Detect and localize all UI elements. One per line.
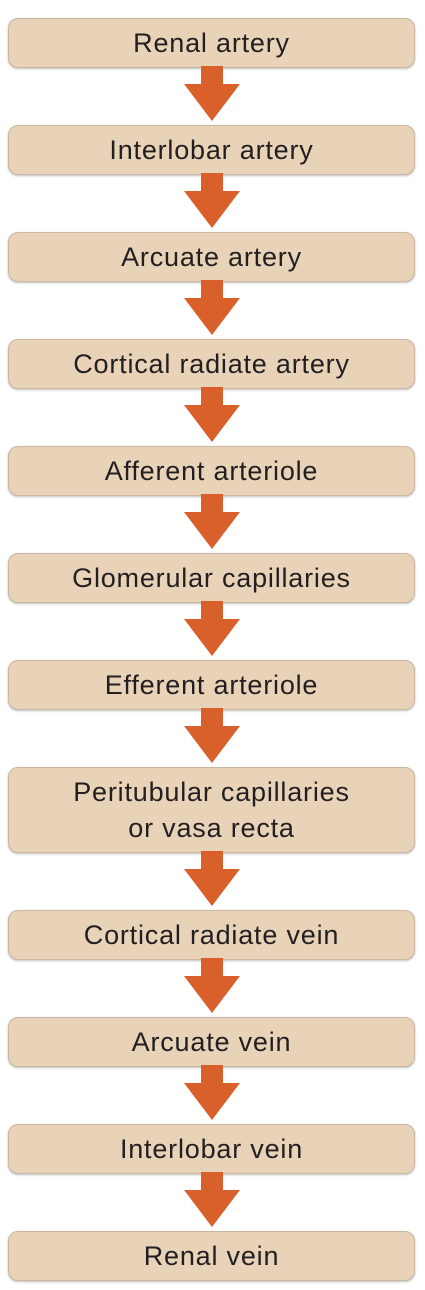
flow-step-box: Cortical radiate vein	[8, 910, 415, 960]
flow-step-box: Interlobar vein	[8, 1124, 415, 1174]
down-arrow-icon	[184, 601, 240, 656]
down-arrow-shape	[184, 958, 240, 1013]
down-arrow-icon	[184, 66, 240, 121]
flow-step-label: Afferent arteriole	[104, 456, 319, 486]
down-arrow-shape	[184, 601, 240, 656]
flow-step-box: Glomerular capillaries	[8, 553, 415, 603]
down-arrow-shape	[184, 1172, 240, 1227]
flow-step-label: Interlobar vein	[119, 1134, 304, 1164]
flow-step-label: or vasa recta	[128, 813, 295, 843]
flow-step-label: Renal vein	[143, 1241, 280, 1271]
down-arrow-shape	[184, 1065, 240, 1120]
flow-step-label: Peritubular capillaries	[73, 777, 350, 807]
down-arrow-shape	[184, 387, 240, 442]
down-arrow-icon	[184, 958, 240, 1013]
flow-step-box: Renal vein	[8, 1231, 415, 1281]
flow-step-label: Glomerular capillaries	[72, 563, 351, 593]
flow-step-label: Arcuate artery	[121, 242, 302, 272]
down-arrow-icon	[184, 1172, 240, 1227]
flow-step-box: Efferent arteriole	[8, 660, 415, 710]
down-arrow-shape	[184, 66, 240, 121]
down-arrow-shape	[184, 173, 240, 228]
down-arrow-icon	[184, 1065, 240, 1120]
down-arrow-shape	[184, 280, 240, 335]
down-arrow-icon	[184, 173, 240, 228]
flow-step-box: Cortical radiate artery	[8, 339, 415, 389]
down-arrow-icon	[184, 851, 240, 906]
down-arrow-shape	[184, 708, 240, 763]
flow-step-box: Peritubular capillaries or vasa recta	[8, 767, 415, 853]
flow-step-label: Arcuate vein	[131, 1027, 292, 1057]
flow-step-box: Arcuate artery	[8, 232, 415, 282]
flow-step-box: Arcuate vein	[8, 1017, 415, 1067]
flow-step-label: Cortical radiate vein	[83, 920, 340, 950]
down-arrow-icon	[184, 708, 240, 763]
flow-step-box: Renal artery	[8, 18, 415, 68]
flow-step-label: Cortical radiate artery	[73, 349, 350, 379]
down-arrow-icon	[184, 280, 240, 335]
flow-step-label: Interlobar artery	[109, 135, 314, 165]
down-arrow-icon	[184, 494, 240, 549]
down-arrow-icon	[184, 387, 240, 442]
flow-step-box: Interlobar artery	[8, 125, 415, 175]
flow-step-label: Renal artery	[133, 28, 290, 58]
flow-step-box: Afferent arteriole	[8, 446, 415, 496]
flow-step-label: Efferent arteriole	[104, 670, 319, 700]
down-arrow-shape	[184, 494, 240, 549]
down-arrow-shape	[184, 851, 240, 906]
